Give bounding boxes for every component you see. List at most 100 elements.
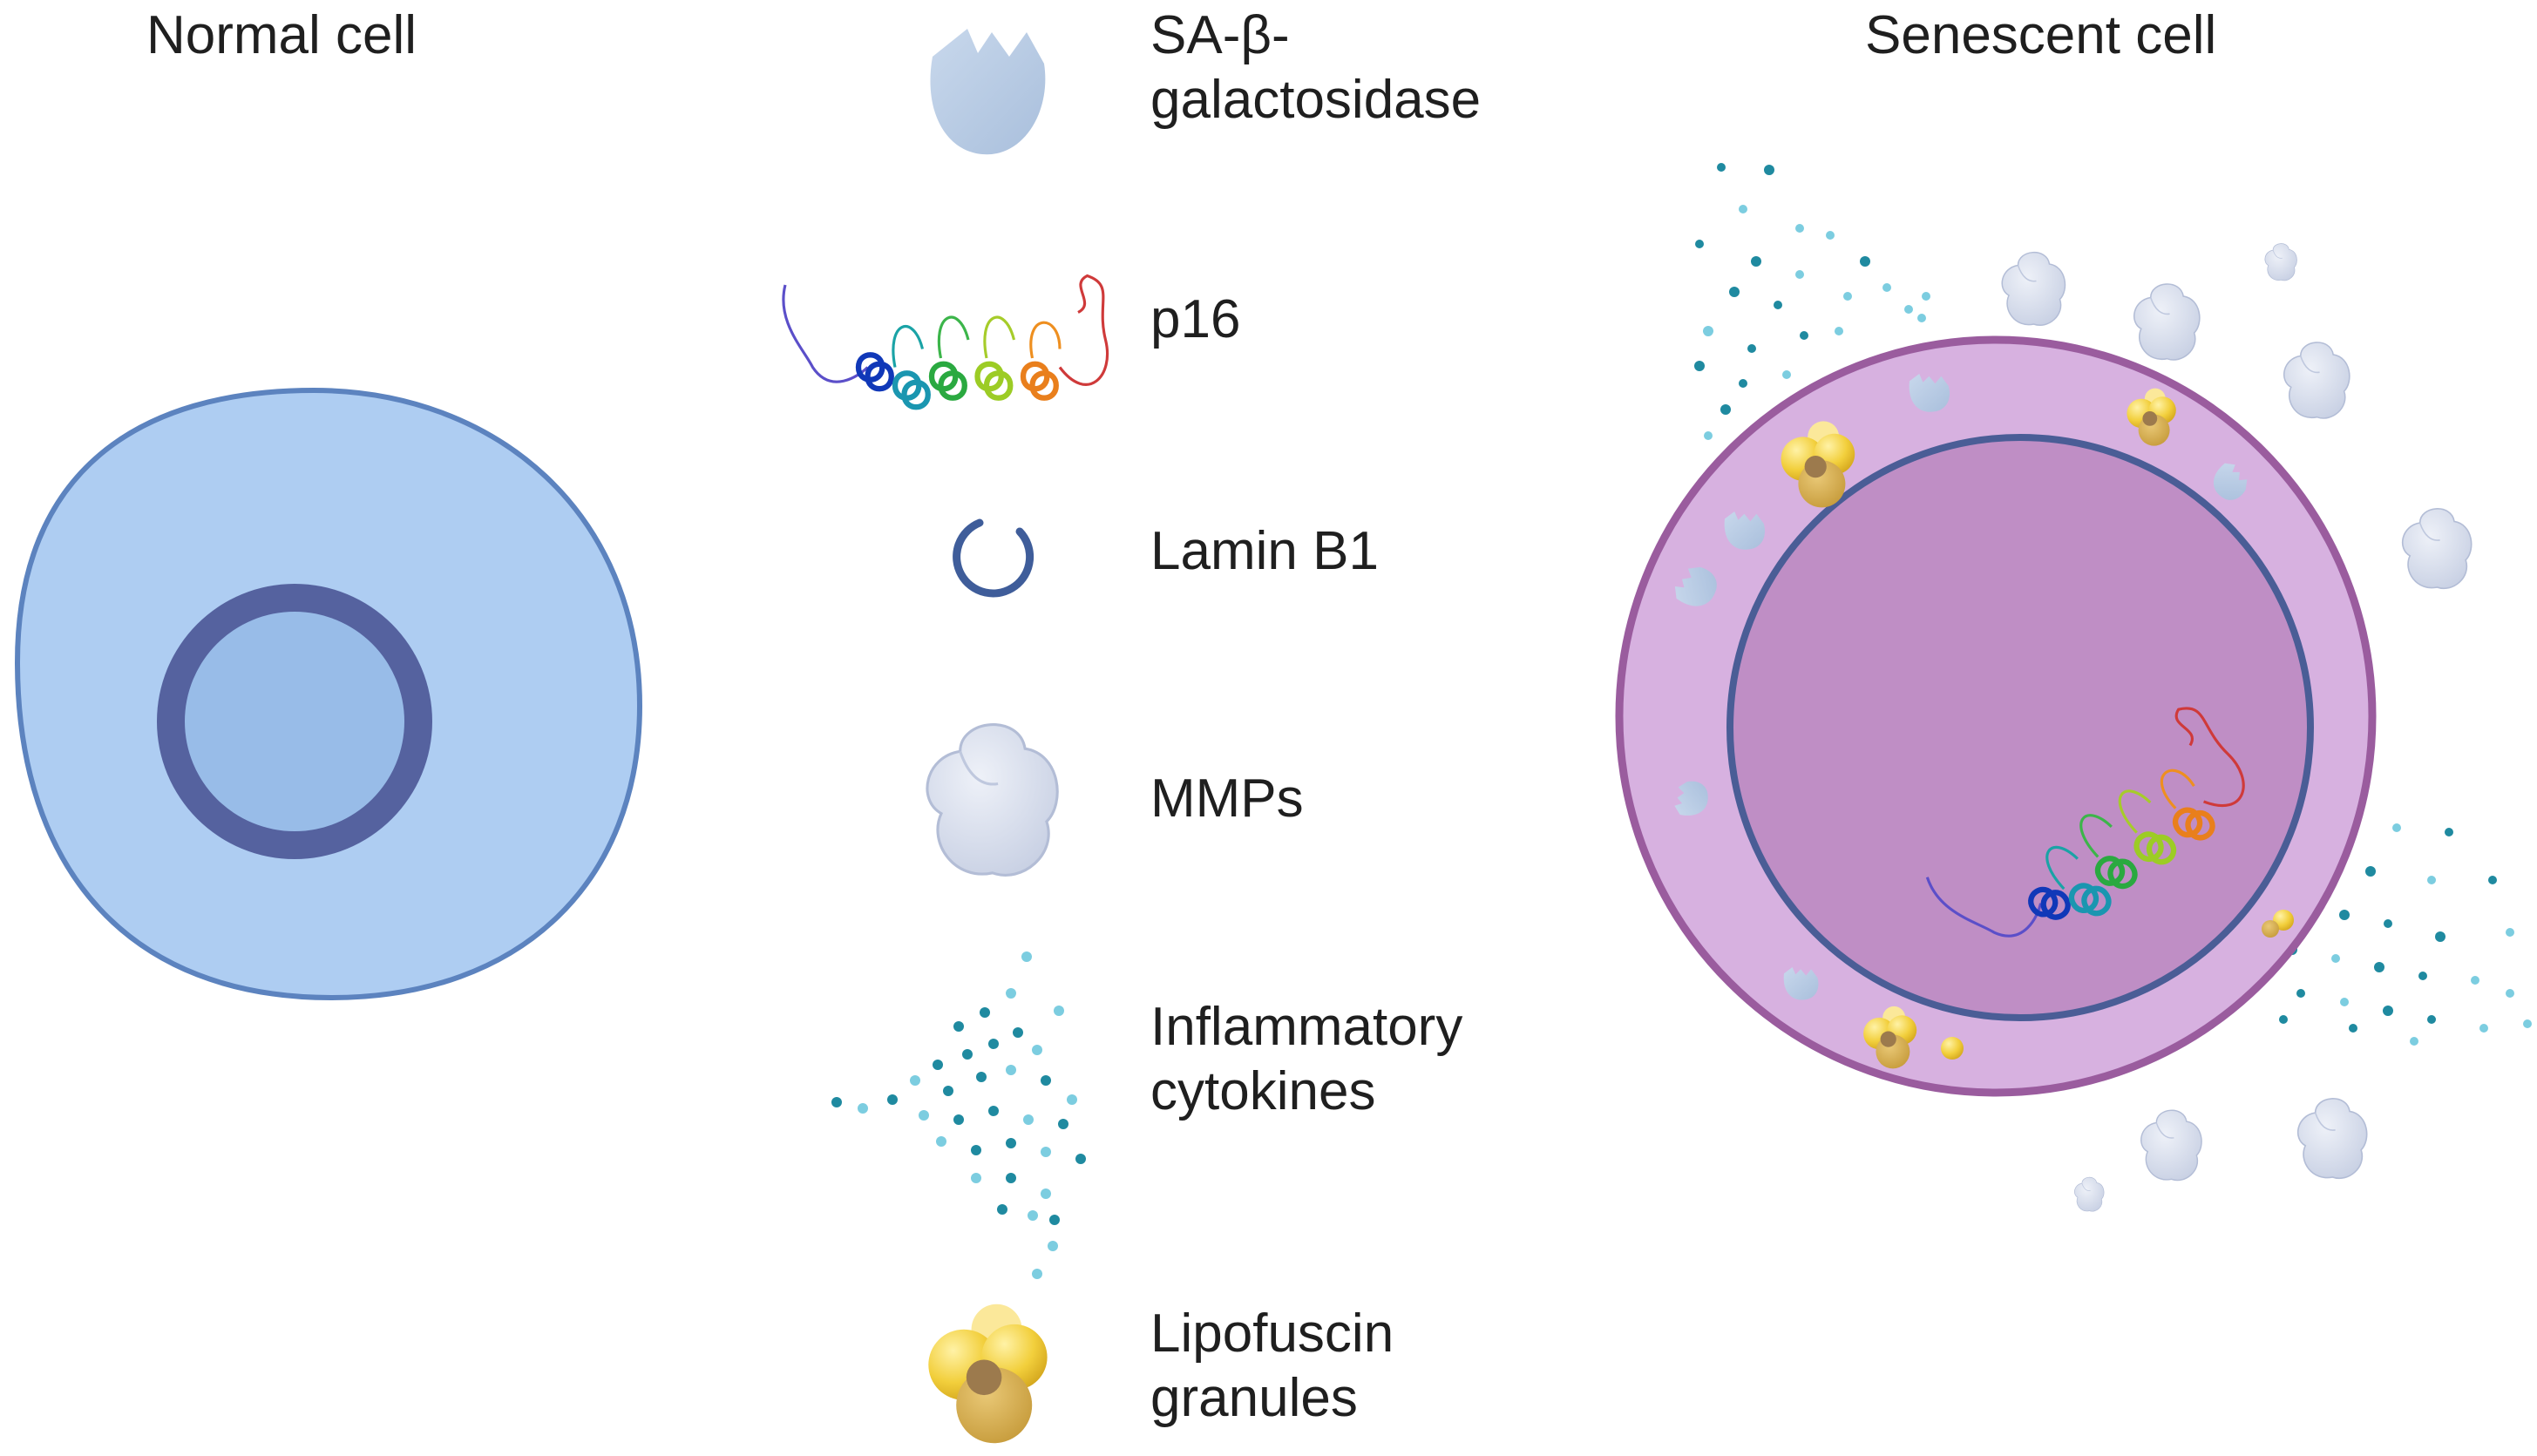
cytokine-dot [953, 1114, 964, 1125]
cytokine-dot [2427, 1015, 2436, 1024]
cytokine-dot [2479, 1024, 2488, 1033]
normal-cell-nucleus [185, 612, 404, 831]
senescent-cell [1615, 163, 2532, 1212]
cytokine-dot [2418, 972, 2427, 980]
legend-label-sa-beta-galactosidase: SA-β- galactosidase [1150, 5, 1482, 130]
cytokine-dot [1747, 344, 1756, 353]
cytokine-dot [1843, 292, 1852, 301]
senescent-cell-nuclear-envelope [1726, 434, 2314, 1021]
cytokine-dot [1703, 326, 1713, 336]
cytokine-dot [2374, 962, 2384, 972]
senescent-cell-title: Senescent cell [1865, 5, 2217, 65]
cytokine-dot [1023, 1114, 1034, 1125]
cytokine-dot [1041, 1075, 1051, 1086]
cytokine-dot [933, 1060, 943, 1070]
cytokine-dot [1882, 283, 1891, 292]
cytokine-dot [2383, 1006, 2393, 1016]
protein-ribbon-icon [783, 276, 1108, 408]
cytokine-dot [887, 1094, 898, 1105]
cytokine-dot [858, 1103, 868, 1114]
cytokine-dot [1049, 1215, 1060, 1225]
cytokine-dot [2506, 928, 2514, 937]
cytokine-dot [2506, 989, 2514, 998]
lipofuscin-granule [1941, 1037, 1964, 1060]
cytokine-dot [2340, 998, 2349, 1006]
enzyme-icon [930, 29, 1046, 155]
cytokine-dot [2365, 866, 2376, 877]
cytokine-dot [2427, 876, 2436, 884]
cytokine-dot [997, 1204, 1007, 1215]
secreted-mmp [2074, 1176, 2105, 1212]
cytokine-dot [831, 1097, 842, 1107]
cytokine-dot [2471, 976, 2479, 985]
cytokine-dot [2296, 989, 2305, 998]
cytokine-dot [988, 1106, 999, 1116]
cytokine-dot [1013, 1027, 1023, 1038]
cytokine-dot [962, 1049, 973, 1060]
cytokine-dot [1695, 240, 1704, 248]
secreted-mmp [2296, 1098, 2368, 1180]
cytokine-dot [2435, 931, 2445, 942]
legend-label-mmps: MMPs [1150, 769, 1304, 829]
secreted-mmp [2283, 342, 2350, 419]
cytokine-dot [1729, 287, 1740, 297]
cytokine-dot [953, 1021, 964, 1032]
cytokine-dot [1021, 951, 1032, 962]
cytokine-dot [1028, 1210, 1038, 1221]
cytokine-dot [2392, 823, 2401, 832]
cytokine-dot [1795, 270, 1804, 279]
cytokine-dot [1795, 224, 1804, 233]
cytokine-dot [1054, 1006, 1064, 1016]
cytokine-dot [2384, 919, 2392, 928]
legend-label-p16: p16 [1150, 289, 1241, 349]
legend-label-lamin-b1: Lamin B1 [1150, 521, 1379, 581]
granule-cluster-icon [928, 1304, 1048, 1444]
cytokine-dot [2331, 954, 2340, 963]
secreted-mmp [2133, 283, 2201, 361]
cytokine-dot [1006, 988, 1016, 999]
cytokine-dot [1739, 379, 1747, 388]
secreted-mmp [2001, 251, 2066, 327]
cytokine-dot [1782, 370, 1791, 379]
normal-cell [14, 387, 643, 1001]
cytokine-dot [1694, 361, 1705, 371]
cytokine-dot [980, 1007, 990, 1018]
cytokine-dot [1032, 1045, 1042, 1055]
secreted-mmp [2140, 1109, 2202, 1182]
cytokine-dot [1075, 1154, 1086, 1164]
cytokine-dot [936, 1136, 946, 1147]
cytokine-dot [1704, 431, 1713, 440]
dots-spray-icon [831, 951, 1086, 1279]
cytokine-dot [2488, 876, 2497, 884]
lipofuscin-granule [2262, 920, 2279, 938]
senescent-cytokine-cloud-right [2262, 797, 2532, 1046]
cytokine-dot [1922, 292, 1930, 301]
cytokine-dot [2349, 1024, 2357, 1033]
cytokine-dot [1800, 331, 1808, 340]
cytokine-dot [1720, 404, 1731, 415]
cytokine-dot [1041, 1147, 1051, 1157]
cytokine-dot [976, 1072, 987, 1082]
secreted-mmp [2264, 243, 2297, 281]
cytokine-dot [988, 1039, 999, 1049]
cytokine-dot [943, 1086, 953, 1096]
cytokine-dot [2339, 910, 2350, 920]
cytokine-dot [1006, 1065, 1016, 1075]
normal-cell-title: Normal cell [146, 5, 417, 65]
legend-label-inflammatory-cytokines: Inflammatory cytokines [1150, 997, 1463, 1121]
cytokine-dot [1774, 301, 1782, 309]
cytokine-dot [1048, 1241, 1058, 1251]
cytokine-dot [1751, 256, 1761, 267]
cytokine-dot [1860, 256, 1870, 267]
cytokine-dot [1835, 327, 1843, 335]
senescent-cytokine-cloud-top [1694, 163, 1930, 440]
cytokine-dot [1032, 1269, 1042, 1279]
cytokine-dot [1826, 231, 1835, 240]
legend-label-lipofuscin-granules: Lipofuscin granules [1150, 1304, 1394, 1428]
cytokine-dot [1041, 1189, 1051, 1199]
cytokine-dot [2445, 828, 2453, 836]
cytokine-dot [1006, 1138, 1016, 1148]
cytokine-dot [910, 1075, 920, 1086]
